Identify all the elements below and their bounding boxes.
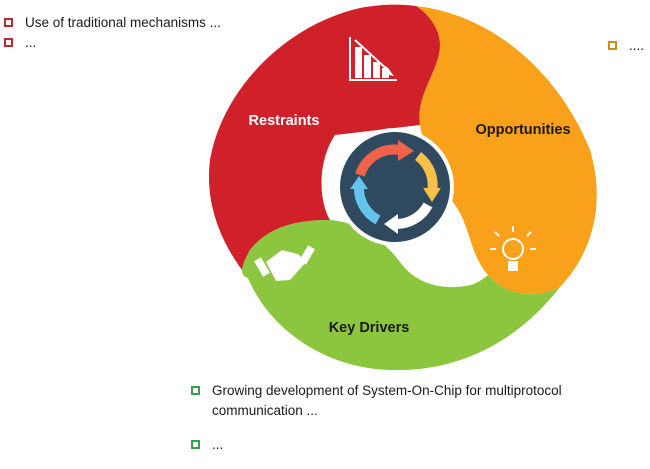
handshake-icon bbox=[254, 245, 315, 281]
list-item: ... bbox=[190, 435, 630, 455]
list-item: Use of traditional mechanisms ... bbox=[3, 13, 221, 33]
square-bullet-icon bbox=[4, 38, 13, 47]
square-bullet-icon bbox=[191, 386, 200, 395]
square-bullet-icon bbox=[191, 440, 200, 449]
restraints-label: Restraints bbox=[249, 113, 320, 129]
list-item: Growing development of System-On-Chip fo… bbox=[190, 381, 630, 421]
opportunities-list: .... bbox=[607, 36, 644, 56]
opportunities-label: Opportunities bbox=[475, 122, 570, 138]
square-bullet-icon bbox=[608, 41, 617, 50]
cycle-arrows-icon bbox=[350, 140, 441, 234]
declining-bar-chart-icon bbox=[349, 37, 397, 81]
opportunities-segment bbox=[416, 6, 597, 295]
square-bullet-icon bbox=[4, 18, 13, 27]
drivers-label: Key Drivers bbox=[329, 320, 410, 336]
list-item: ... bbox=[3, 33, 221, 53]
drivers-segment bbox=[242, 220, 560, 371]
market-dynamics-diagram: Restraints Opportunities Key Drivers bbox=[208, 4, 597, 371]
restraints-list: Use of traditional mechanisms ... ... bbox=[3, 13, 221, 53]
list-item: .... bbox=[607, 36, 644, 56]
lightbulb-icon bbox=[490, 226, 536, 271]
drivers-list: Growing development of System-On-Chip fo… bbox=[190, 381, 630, 469]
